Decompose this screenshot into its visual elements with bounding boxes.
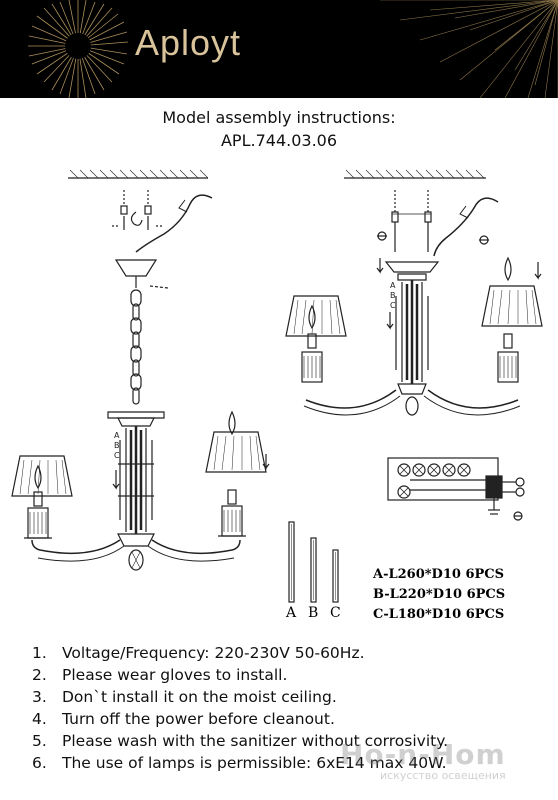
- instruction-text: Turn off the power before cleanout.: [62, 710, 335, 728]
- part-a: A-L260*D10 6PCS: [373, 567, 505, 582]
- right-ceiling-icon: [344, 169, 486, 179]
- right-shade-icon: [205, 410, 270, 537]
- left-shade-icon: [11, 455, 73, 539]
- left-label-a: A: [114, 431, 120, 440]
- rod-label-a: A: [286, 605, 297, 621]
- instructions-list: 1. Voltage/Frequency: 220-230V 50-60Hz. …: [32, 642, 552, 774]
- brand-logo-text: Aployt: [135, 22, 242, 63]
- instruction-text: Don`t install it on the moist ceiling.: [62, 688, 337, 706]
- left-label-c: C: [114, 451, 120, 460]
- instruction-text: Please wash with the sanitizer without c…: [62, 732, 449, 750]
- page-title: Model assembly instructions: APL.744.03.…: [0, 106, 558, 152]
- rods-icon: [288, 521, 339, 603]
- model-number: APL.744.03.06: [220, 131, 338, 150]
- right-right-shade-icon: [481, 256, 543, 383]
- right-mounting-hook-icon: [377, 190, 432, 252]
- left-label-b: B: [114, 441, 120, 450]
- title-line-1: Model assembly instructions:: [162, 108, 396, 127]
- instruction-number: 4.: [32, 710, 47, 728]
- left-crystal-column-icon: [118, 426, 154, 534]
- instruction-text: Please wear gloves to install.: [62, 666, 288, 684]
- right-crystal-column-icon: [395, 273, 429, 384]
- instruction-item: 4. Turn off the power before cleanout.: [32, 708, 552, 730]
- watermark-subtitle: искусство освещения: [380, 769, 506, 782]
- instruction-item: 5. Please wash with the sanitizer withou…: [32, 730, 552, 752]
- instruction-item: 1. Voltage/Frequency: 220-230V 50-60Hz.: [32, 642, 552, 664]
- right-label-b: B: [390, 291, 396, 300]
- part-b: B-L220*D10 6PCS: [373, 587, 506, 602]
- instruction-number: 2.: [32, 666, 47, 684]
- assembly-diagram: A B C A B C: [11, 169, 543, 603]
- instruction-text: Voltage/Frequency: 220-230V 50-60Hz.: [62, 644, 365, 662]
- watermark: Ho-n-Hom искусство освещения: [340, 738, 550, 798]
- instruction-item: 3. Don`t install it on the moist ceiling…: [32, 686, 552, 708]
- instruction-number: 5.: [32, 732, 47, 750]
- instruction-number: 3.: [32, 688, 47, 706]
- instruction-number: 1.: [32, 644, 47, 662]
- parts-list: A-L260*D10 6PCS B-L220*D10 6PCS C-L180*D…: [373, 565, 505, 625]
- left-mounting-hook-icon: [112, 190, 162, 230]
- sunburst-icon: [28, 0, 558, 98]
- right-label-a: A: [390, 281, 396, 290]
- rod-label-b: B: [308, 605, 319, 621]
- right-label-c: C: [390, 301, 396, 310]
- instruction-item: 2. Please wear gloves to install.: [32, 664, 552, 686]
- instruction-text: The use of lamps is permissible: 6xE14 m…: [62, 754, 447, 772]
- left-chain-icon: [130, 289, 142, 405]
- instruction-item: 6. The use of lamps is permissible: 6xE1…: [32, 752, 552, 774]
- part-c: C-L180*D10 6PCS: [373, 607, 505, 622]
- right-left-shade-icon: [285, 295, 347, 383]
- rod-label-c: C: [330, 605, 341, 621]
- left-ceiling-icon: [68, 169, 209, 179]
- instruction-number: 6.: [32, 754, 47, 772]
- wiring-diagram-icon: [387, 457, 525, 521]
- watermark-title: Ho-n-Hom: [340, 738, 506, 771]
- brand-header: Aployt: [0, 0, 558, 98]
